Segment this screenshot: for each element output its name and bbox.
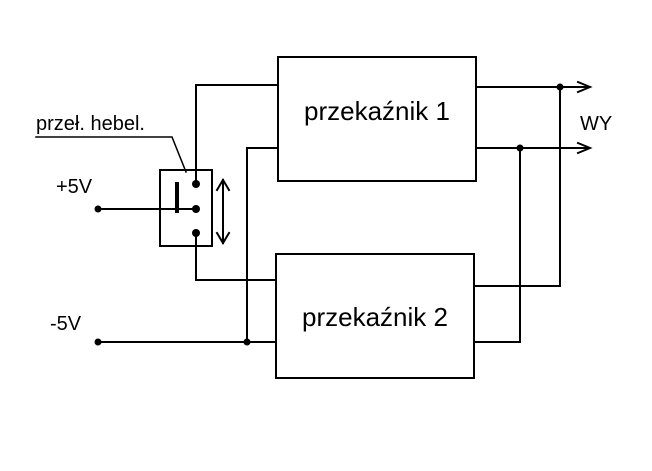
plus-supply-label: +5V [56,176,93,198]
relay-1-box [277,56,477,182]
switch-label: przeł. hebel. [36,113,145,135]
relay-2-label: przekaźnik 2 [302,302,448,332]
output-arrow-2 [576,141,593,155]
output-arrow-1 [576,80,593,94]
relay-2-box [275,253,475,379]
switch-label-leader [35,136,187,173]
wire-minus-to-relay-1 [246,147,279,343]
relay-2-output-to-output-1 [473,86,561,287]
wire-switch-to-relay-1 [195,84,279,185]
wire-switch-to-relay-2 [195,232,277,281]
output-label: WY [580,113,612,135]
switch-direction-arrow [215,178,231,245]
relay-2-output-to-output-2 [473,147,521,343]
minus-supply-label: -5V [50,313,82,335]
relay-1-label: przekaźnik 1 [304,96,450,126]
